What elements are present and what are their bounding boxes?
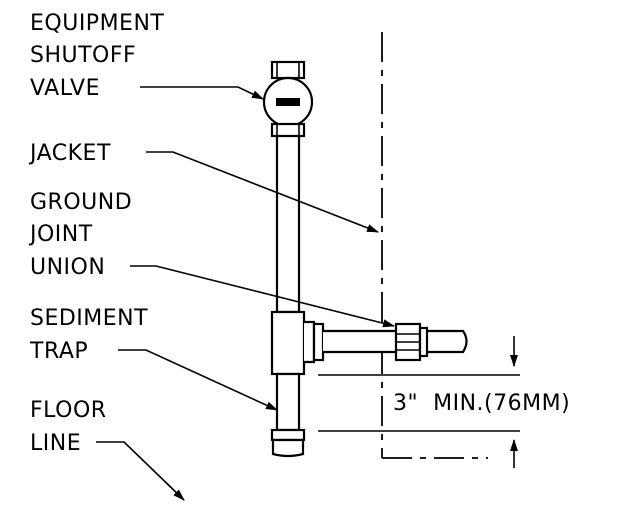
- label-line: FLOOR: [30, 398, 107, 423]
- label-line: UNION: [30, 255, 105, 280]
- label-equipment-shutoff-valve: EQUIPMENT SHUTOFF VALVE: [30, 11, 172, 101]
- label-line: TRAP: [29, 339, 88, 364]
- label-line: LINE: [30, 431, 81, 456]
- label-floor-line: FLOOR LINE: [30, 398, 114, 456]
- label-jacket: JACKET: [28, 141, 111, 166]
- dimension-lines: [318, 336, 520, 468]
- label-line: SEDIMENT: [30, 306, 148, 331]
- jacket-line: [381, 32, 488, 459]
- label-line: JOINT: [28, 222, 93, 247]
- horizontal-pipe: [323, 329, 468, 354]
- label-ground-joint-union: GROUND JOINT UNION: [28, 190, 140, 280]
- vertical-pipe: [275, 132, 301, 314]
- label-sediment-trap: SEDIMENT TRAP: [29, 306, 156, 364]
- ground-joint-union: [394, 322, 429, 362]
- tee-fitting: [270, 310, 325, 376]
- drip-leg: [270, 372, 306, 458]
- shutoff-valve: [262, 60, 314, 138]
- label-line: JACKET: [28, 141, 111, 166]
- label-line: GROUND: [30, 190, 132, 215]
- label-line: VALVE: [30, 76, 100, 101]
- leader-lines: [96, 86, 395, 501]
- label-line: SHUTOFF: [30, 43, 136, 68]
- dimension-label: 3" MIN.(76MM): [393, 391, 570, 416]
- label-line: EQUIPMENT: [30, 11, 164, 36]
